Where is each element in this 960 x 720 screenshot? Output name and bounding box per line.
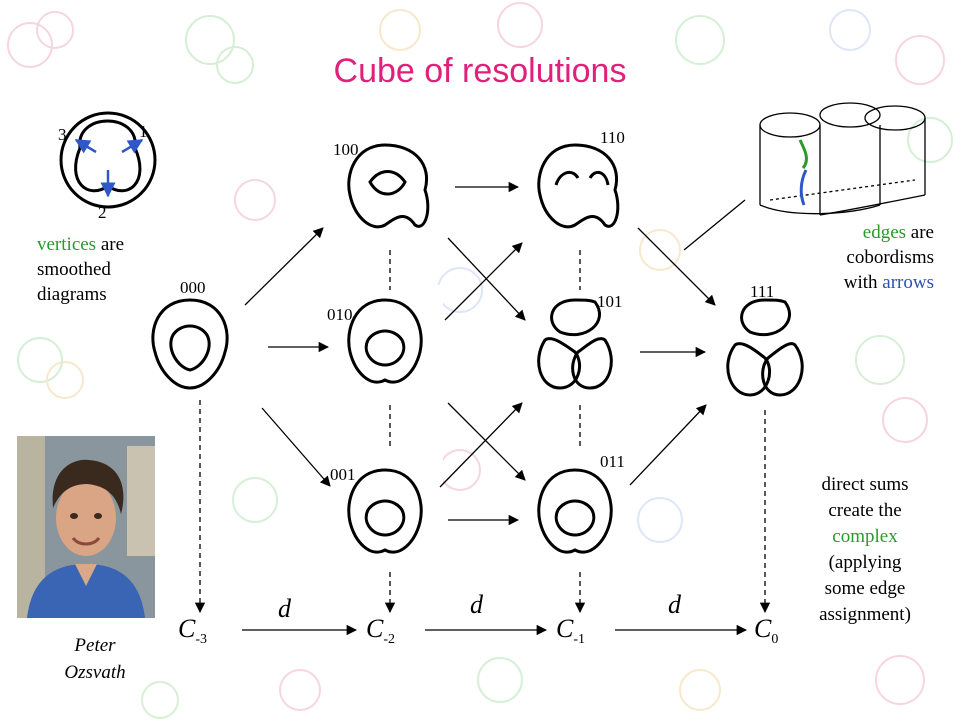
term-sub: -3 xyxy=(195,632,208,648)
diagram-000 xyxy=(151,298,229,390)
vertex-label-010: 010 xyxy=(327,305,353,324)
portrait-photo xyxy=(17,436,155,618)
differential-label: d xyxy=(668,590,681,619)
vertices-line2: smoothed xyxy=(37,259,111,280)
sums-line1: direct sums xyxy=(821,474,909,495)
dashed-projections xyxy=(194,250,771,614)
sums-note: direct sums create the complex (applying… xyxy=(790,472,940,628)
crossing-arrows xyxy=(74,138,144,198)
edges-highlight: edges xyxy=(862,222,907,243)
edges-line2: cobordisms xyxy=(846,247,934,268)
edges-line3-prefix: with xyxy=(843,272,883,293)
complex-term-c-3: C-3 xyxy=(178,614,207,648)
vertices-line1: are xyxy=(96,234,125,255)
crossing-label-2: 2 xyxy=(98,203,107,222)
sums-line2: create the xyxy=(828,500,902,521)
term-sub: -1 xyxy=(573,632,586,648)
diagram-010 xyxy=(347,298,423,384)
caption-line2: Ozsvath xyxy=(64,662,126,683)
sums-line6: assignment) xyxy=(819,604,911,625)
crossing-label-1: 1 xyxy=(139,122,148,141)
caption-line1: Peter xyxy=(74,635,116,656)
complex-term-c-1: C-1 xyxy=(556,614,585,648)
edges-line1: are xyxy=(906,222,934,243)
complex-term-c0: C0 xyxy=(754,614,778,648)
diagram-011 xyxy=(537,468,613,554)
cube-arrows xyxy=(244,181,746,526)
vertex-label-001: 001 xyxy=(330,465,356,484)
vertex-label-011: 011 xyxy=(600,452,625,471)
vertex-label-100: 100 xyxy=(333,140,359,159)
portrait-illustration xyxy=(17,436,155,618)
term-base: C xyxy=(556,614,574,643)
photo-caption: Peter Ozsvath xyxy=(40,632,150,686)
slide-title: Cube of resolutions xyxy=(333,52,627,90)
diagram-111 xyxy=(726,298,804,397)
sums-line4: (applying xyxy=(828,552,902,573)
vertex-label-000: 000 xyxy=(180,278,206,297)
vertices-line3: diagrams xyxy=(37,284,107,305)
arrows-highlight: arrows xyxy=(882,272,934,293)
diagram-001 xyxy=(347,468,423,554)
vertex-label-111: 111 xyxy=(750,282,775,301)
diagram-100 xyxy=(347,143,430,229)
term-base: C xyxy=(754,614,772,643)
vertices-highlight: vertices xyxy=(37,234,97,255)
diagram-halos xyxy=(135,130,823,570)
vertices-note: vertices are smoothed diagrams xyxy=(37,232,124,307)
diagram-110 xyxy=(537,143,620,229)
term-sub: 0 xyxy=(771,632,779,648)
crossing-label-3: 3 xyxy=(58,125,67,144)
vertex-label-110: 110 xyxy=(600,128,625,147)
cobordism-sketch xyxy=(759,102,926,216)
complex-term-c-2: C-2 xyxy=(366,614,395,648)
term-base: C xyxy=(178,614,196,643)
vertex-label-101: 101 xyxy=(597,292,623,311)
edges-note: edges are cobordisms with arrows xyxy=(770,220,934,295)
sums-line5: some edge xyxy=(824,578,906,599)
sums-line3: complex xyxy=(832,526,898,547)
term-sub: -2 xyxy=(383,632,396,648)
term-base: C xyxy=(366,614,384,643)
diagram-101 xyxy=(537,298,613,390)
differential-label: d xyxy=(278,594,291,623)
differential-label: d xyxy=(470,590,483,619)
